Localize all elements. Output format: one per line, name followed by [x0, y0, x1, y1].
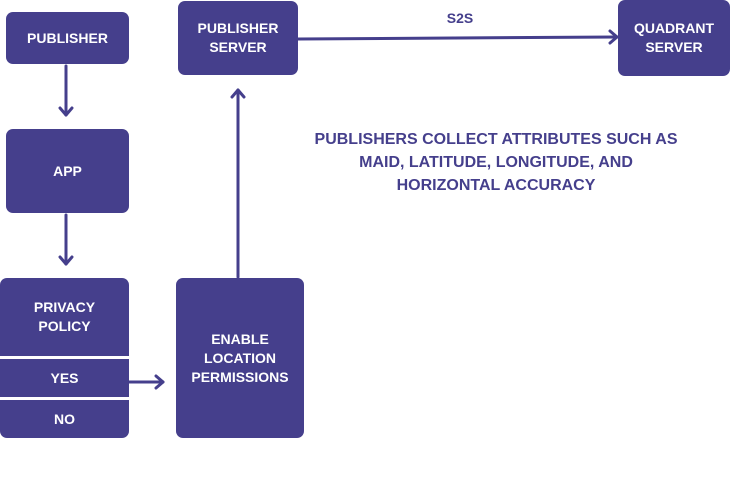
yes-option: YES	[0, 359, 129, 397]
s2s-edge-label: S2S	[446, 10, 474, 26]
yes-label: YES	[50, 369, 79, 386]
enable-location-permissions-node: ENABLE LOCATION PERMISSIONS	[176, 278, 304, 438]
privacy-policy-node: PRIVACY POLICY	[0, 278, 129, 356]
arrowhead-enable-to-publisher-server	[230, 88, 246, 99]
app-node: APP	[6, 129, 129, 213]
quadrant-server-label: QUADRANT SERVER	[633, 20, 715, 55]
privacy-policy-label: PRIVACY POLICY	[33, 299, 96, 334]
app-label: APP	[53, 162, 82, 179]
arrowhead-app-to-privacy	[58, 255, 74, 266]
no-label: NO	[54, 410, 75, 427]
arrowhead-yes-to-enable	[154, 374, 165, 390]
arrowhead-s2s	[608, 29, 619, 45]
attributes-note: PUBLISHERS COLLECT ATTRIBUTES SUCH AS MA…	[314, 131, 678, 194]
enable-location-permissions-label: ENABLE LOCATION PERMISSIONS	[191, 330, 289, 385]
quadrant-server-node: QUADRANT SERVER	[618, 0, 730, 76]
publisher-node: PUBLISHER	[6, 12, 129, 64]
arrow-s2s	[296, 35, 619, 41]
publisher-server-label: PUBLISHER SERVER	[197, 20, 279, 55]
publisher-label: PUBLISHER	[27, 29, 108, 46]
publisher-server-node: PUBLISHER SERVER	[178, 1, 298, 75]
arrowhead-publisher-to-app	[58, 106, 74, 117]
no-option: NO	[0, 400, 129, 438]
